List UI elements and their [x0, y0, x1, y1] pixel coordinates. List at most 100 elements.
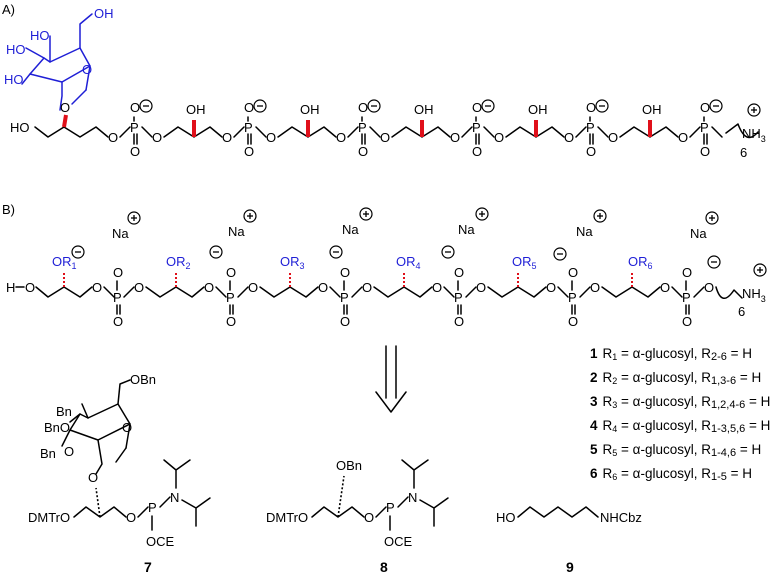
c8-oce: OCE — [384, 534, 413, 549]
c7-dmtro: DMTrO — [28, 510, 70, 525]
c8-n: N — [408, 490, 417, 505]
minus-charge-icon — [209, 245, 223, 259]
c8-dmtro: DMTrO — [266, 510, 308, 525]
chain-b-p-4: P — [454, 290, 463, 305]
na-ion: Na — [112, 226, 129, 241]
chain-b-od-6: O — [682, 314, 692, 329]
chain-b-h: H — [6, 280, 15, 295]
retrosynthesis-arrow-icon — [375, 345, 407, 413]
chain-b-o-11: O — [660, 280, 670, 295]
chain-b-or1: OR1 — [52, 254, 77, 271]
chain-b-od-2: O — [226, 314, 236, 329]
chain-a-o-5: O — [336, 130, 346, 145]
chain-b-o-3: O — [204, 280, 214, 295]
chain-b-op-4: O — [454, 265, 464, 280]
chain-b-op-5: O — [568, 265, 578, 280]
chain-a-n6: 6 — [740, 145, 747, 160]
chain-b-o-9: O — [546, 280, 556, 295]
glucose-oh6: OH — [94, 6, 114, 21]
c7-o-2: O — [64, 444, 74, 459]
chain-b-nh3: NH3 — [742, 286, 766, 304]
chain-b-o-2: O — [134, 280, 144, 295]
minus-charge-icon — [253, 99, 267, 113]
c7-ring-o: O — [122, 420, 132, 435]
chain-a-nh3: NH3 — [742, 126, 766, 144]
na-ion: Na — [342, 222, 359, 237]
plus-charge-icon — [747, 103, 761, 117]
minus-charge-icon — [553, 247, 567, 261]
c7-bn-4: Bn — [56, 404, 72, 419]
compound-9-number: 9 — [566, 559, 574, 575]
chain-a-o-3: O — [222, 130, 232, 145]
chain-b-o-10: O — [590, 280, 600, 295]
compound-7-number: 7 — [144, 559, 152, 575]
chain-b-o-4: O — [248, 280, 258, 295]
minus-charge-icon — [709, 99, 723, 113]
na-ion: Na — [690, 226, 707, 241]
chain-a-p-5: P — [586, 120, 595, 135]
minus-charge-icon — [329, 245, 343, 259]
chain-b: H O OR1 O P O O O OR2 O P O O O OR3 O P — [6, 245, 767, 329]
na-ion: Na — [576, 224, 593, 239]
glucose-ring-a: OH HO HO HO O — [4, 6, 114, 111]
chain-a-p-1: P — [130, 120, 139, 135]
na-ion: Na — [458, 222, 475, 237]
chain-a-od-4: O — [472, 144, 482, 159]
chain-a-od-3: O — [358, 144, 368, 159]
chain-b-or2: OR2 — [166, 254, 191, 271]
chain-a-o-7: O — [450, 130, 460, 145]
panel-b-label: B) — [2, 202, 15, 217]
chain-a-oh-1: OH — [186, 102, 206, 117]
na-counterions: Na Na Na Na Na Na — [112, 207, 719, 241]
minus-charge-icon — [71, 245, 85, 259]
c8-o-p: O — [364, 510, 374, 525]
chain-b-o-0: O — [25, 280, 35, 295]
minus-charge-icon — [707, 255, 721, 269]
chain-a-p-4: P — [472, 120, 481, 135]
chain-b-o-7: O — [432, 280, 442, 295]
chain-b-o-6: O — [362, 280, 372, 295]
chain-a-op-3: O — [358, 100, 368, 115]
glucose-ho3: HO — [6, 42, 26, 57]
c8-obn: OBn — [336, 458, 362, 473]
c7-p: P — [148, 500, 157, 515]
minus-charge-icon — [481, 99, 495, 113]
chain-a: HO O O P O O O OH O P O O O OH O P O O — [10, 99, 766, 160]
plus-charge-icon — [753, 263, 767, 277]
chain-b-p-3: P — [340, 290, 349, 305]
chain-b-p-6: P — [682, 290, 691, 305]
chain-a-p-3: P — [358, 120, 367, 135]
minus-charge-icon — [595, 99, 609, 113]
chain-a-p-6: P — [700, 120, 709, 135]
chain-a-od-2: O — [244, 144, 254, 159]
chain-a-o-8: O — [494, 130, 504, 145]
c9-nhcbz: NHCbz — [600, 510, 642, 525]
c7-o-gly: O — [88, 470, 98, 485]
chain-a-p-2: P — [244, 120, 253, 135]
chain-a-oh-3: OH — [414, 102, 434, 117]
chain-a-op-1: O — [130, 100, 140, 115]
chain-b-od-3: O — [340, 314, 350, 329]
chain-a-glyco-o: O — [60, 100, 70, 115]
chain-a-o-1: O — [108, 130, 118, 145]
chain-a-op-2: O — [244, 100, 254, 115]
glucose-ho4: HO — [30, 28, 50, 43]
chain-a-o-11: O — [678, 130, 688, 145]
chain-a-op-5: O — [586, 100, 596, 115]
chain-a-oh-5: OH — [642, 102, 662, 117]
c7-obn-6: OBn — [130, 372, 156, 387]
na-ion: Na — [228, 224, 245, 239]
chain-a-op-6: O — [700, 100, 710, 115]
chain-b-n6: 6 — [738, 304, 745, 319]
chain-b-or6: OR6 — [628, 254, 653, 271]
c9-ho: HO — [496, 510, 516, 525]
chain-a-od-6: O — [700, 144, 710, 159]
chain-b-o-1: O — [92, 280, 102, 295]
chain-b-op-6: O — [682, 265, 692, 280]
